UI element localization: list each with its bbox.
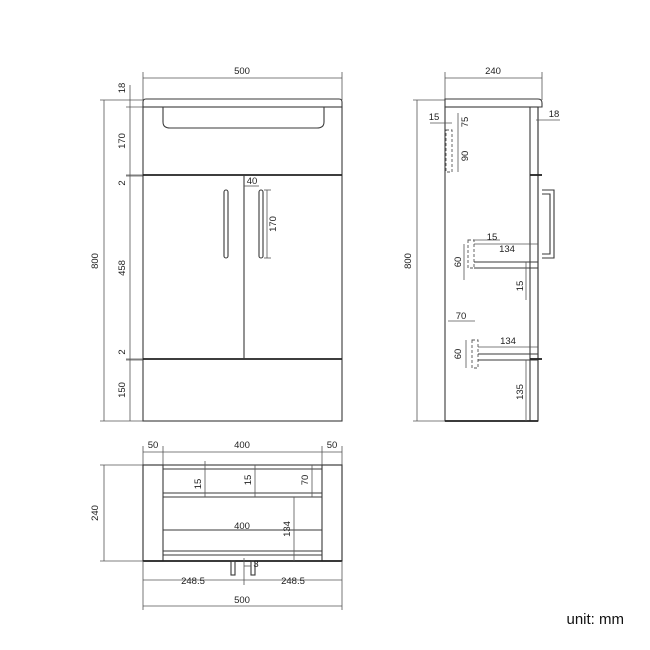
side-view: 240 800 18 15 75 90 15 134	[403, 66, 560, 422]
plan-side-left	[142, 464, 164, 562]
plan-inner-label: 400	[234, 440, 250, 451]
plan-side-l-label: 50	[148, 440, 159, 451]
front-view: 500 800 18 170 2 458 2 150 40	[90, 66, 343, 422]
front-door-label: 458	[117, 260, 128, 276]
plan-half-l-label: 248.5	[181, 576, 205, 587]
front-basin-label: 170	[117, 133, 128, 149]
side-notch-top-label: 75	[460, 117, 471, 128]
plan-back1-label: 15	[193, 479, 204, 490]
plan-back3-label: 70	[300, 475, 311, 486]
front-plinth-label: 150	[117, 382, 128, 398]
plan-depth-label: 240	[90, 505, 101, 521]
side-shelf2-h-label: 60	[453, 349, 464, 360]
side-notch-w-label: 15	[429, 112, 440, 123]
unit-note: unit: mm	[566, 611, 624, 628]
front-handle-offset-label: 40	[247, 176, 258, 187]
side-shelf2-off-label: 70	[456, 311, 467, 322]
side-notch	[445, 129, 453, 173]
side-notch-h-label: 90	[460, 151, 471, 162]
plan-handle-right	[250, 560, 256, 576]
plan-shelf-d-label: 134	[282, 521, 293, 537]
front-basin-top	[142, 98, 343, 108]
side-handle	[542, 189, 555, 259]
front-basin-bowl	[162, 107, 325, 129]
side-height-label: 800	[403, 253, 414, 269]
front-gap-lower-label: 2	[117, 349, 128, 354]
front-handle-len-label: 170	[268, 216, 279, 232]
front-height-label: 800	[90, 253, 101, 269]
side-shelf1-h-label: 60	[453, 257, 464, 268]
side-shelf2-bracket	[471, 339, 479, 369]
side-shelf1-gap-label: 15	[515, 281, 526, 292]
plan-half-r-label: 248.5	[281, 576, 305, 587]
front-top-label: 18	[117, 83, 128, 94]
plan-back2-label: 15	[243, 475, 254, 486]
front-handle-left	[223, 189, 229, 259]
side-top	[444, 98, 543, 108]
plan-side-right	[321, 464, 343, 562]
plan-side-r-label: 50	[327, 440, 338, 451]
front-gap-upper-label: 2	[117, 180, 128, 185]
plan-total-label: 500	[234, 595, 250, 606]
side-shelf2-depth-label: 134	[500, 336, 516, 347]
side-depth-label: 240	[485, 66, 501, 77]
front-width-label: 500	[234, 66, 250, 77]
side-shelf1-t-label: 15	[487, 232, 498, 243]
side-shelf1-bracket	[467, 239, 475, 269]
plan-view: 50 400 50 240 15 15 70 400 134 3	[90, 440, 343, 610]
side-shelf1-depth-label: 134	[499, 244, 515, 255]
front-body	[142, 106, 343, 422]
plan-shelf-w-label: 400	[234, 521, 250, 532]
front-handle-right	[258, 189, 264, 259]
plan-handle-left	[230, 560, 236, 576]
side-shelf2-bottom-label: 135	[515, 384, 526, 400]
side-top-label: 18	[549, 109, 560, 120]
plan-gap-label: 3	[253, 559, 258, 570]
